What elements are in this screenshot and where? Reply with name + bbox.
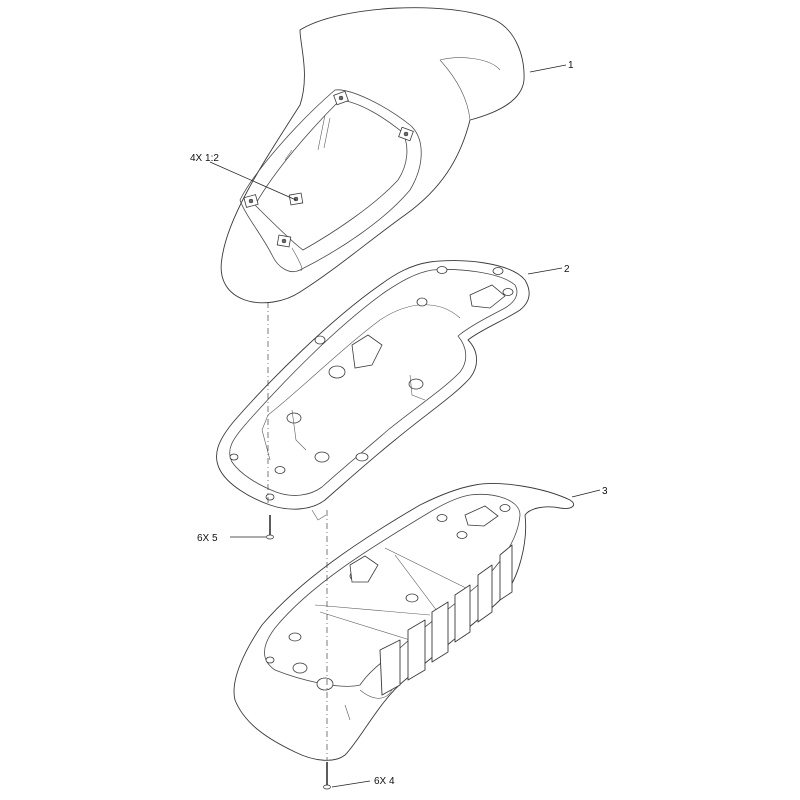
screw-part-5-icon	[266, 515, 274, 540]
screw-part-4-icon	[323, 762, 331, 790]
callout-part-2: 2	[564, 264, 570, 275]
callout-screw-5-quantity: 6X 5	[197, 533, 218, 544]
bottom-cover-part-3	[233, 483, 574, 761]
seat-pan-part-2	[216, 260, 530, 521]
callout-screw-4-quantity: 6X 4	[374, 776, 395, 787]
callout-part-1: 1	[568, 60, 574, 71]
callout-part-3: 3	[602, 486, 608, 497]
callout-clip-quantity: 4X 1:2	[190, 153, 219, 164]
seat-cushion-part-1	[220, 7, 525, 304]
mounting-boss-icon	[229, 266, 514, 501]
